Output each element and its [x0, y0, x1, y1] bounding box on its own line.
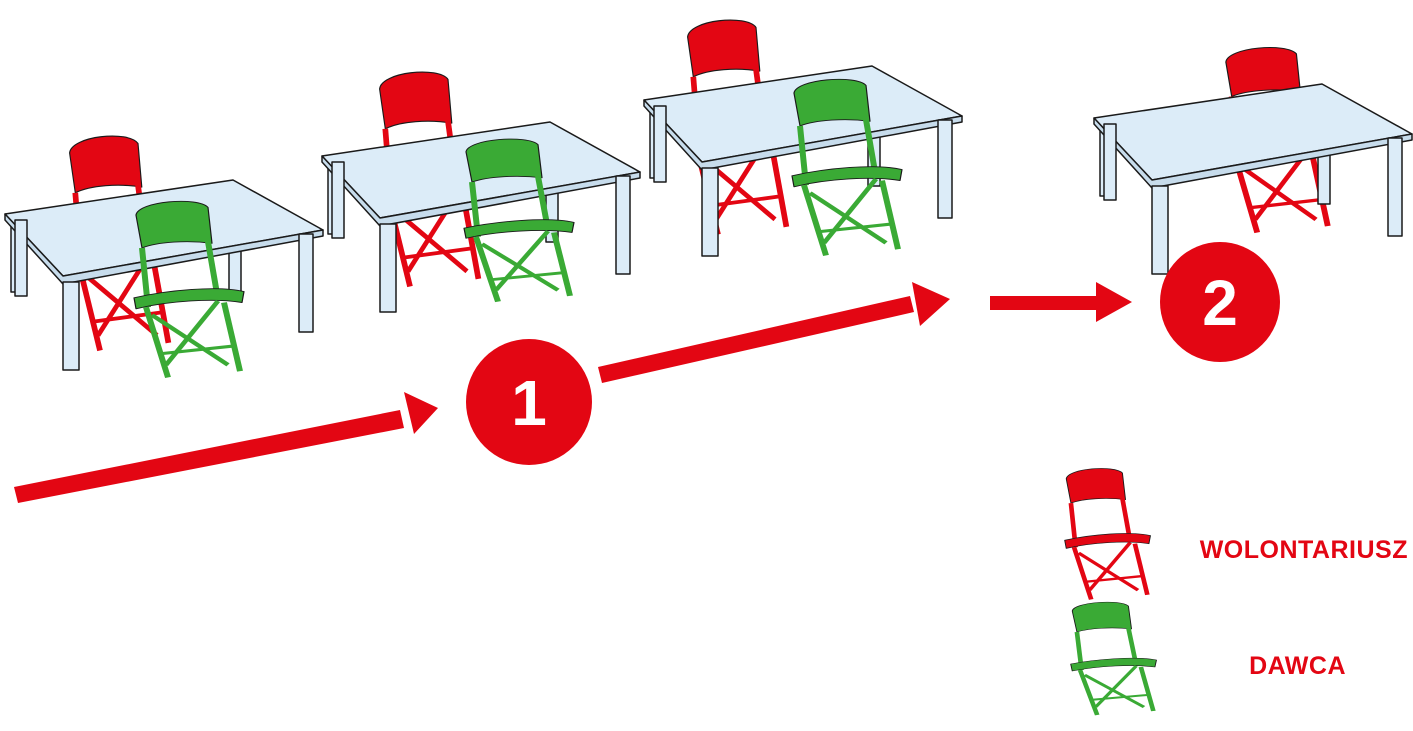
- step-number: 2: [1202, 267, 1238, 339]
- arrow-head-1: [404, 392, 438, 434]
- station-1: [4, 136, 324, 377]
- station-2: [321, 72, 641, 313]
- legend-label-volunteer: WOLONTARIUSZ: [1200, 536, 1408, 564]
- station-4: [1093, 47, 1413, 275]
- arrow-short: [990, 296, 1098, 310]
- red-chair-icon: [1065, 468, 1151, 599]
- green-chair-icon: [1071, 602, 1157, 715]
- station-3: [643, 20, 963, 256]
- arrow-to-step-1: [14, 410, 404, 503]
- step-badge-1: 1: [466, 339, 592, 465]
- arrow-head-2: [912, 282, 950, 326]
- arrow-head-3: [1096, 282, 1132, 322]
- arrow-to-step-2: [598, 296, 914, 383]
- legend-label-donor: DAWCA: [1249, 652, 1346, 680]
- flow-arrows: [14, 282, 1132, 503]
- step-number: 1: [511, 367, 547, 439]
- legend: WOLONTARIUSZ DAWCA: [1065, 468, 1408, 715]
- step-badge-2: 2: [1160, 242, 1280, 362]
- donation-table: [1093, 83, 1413, 275]
